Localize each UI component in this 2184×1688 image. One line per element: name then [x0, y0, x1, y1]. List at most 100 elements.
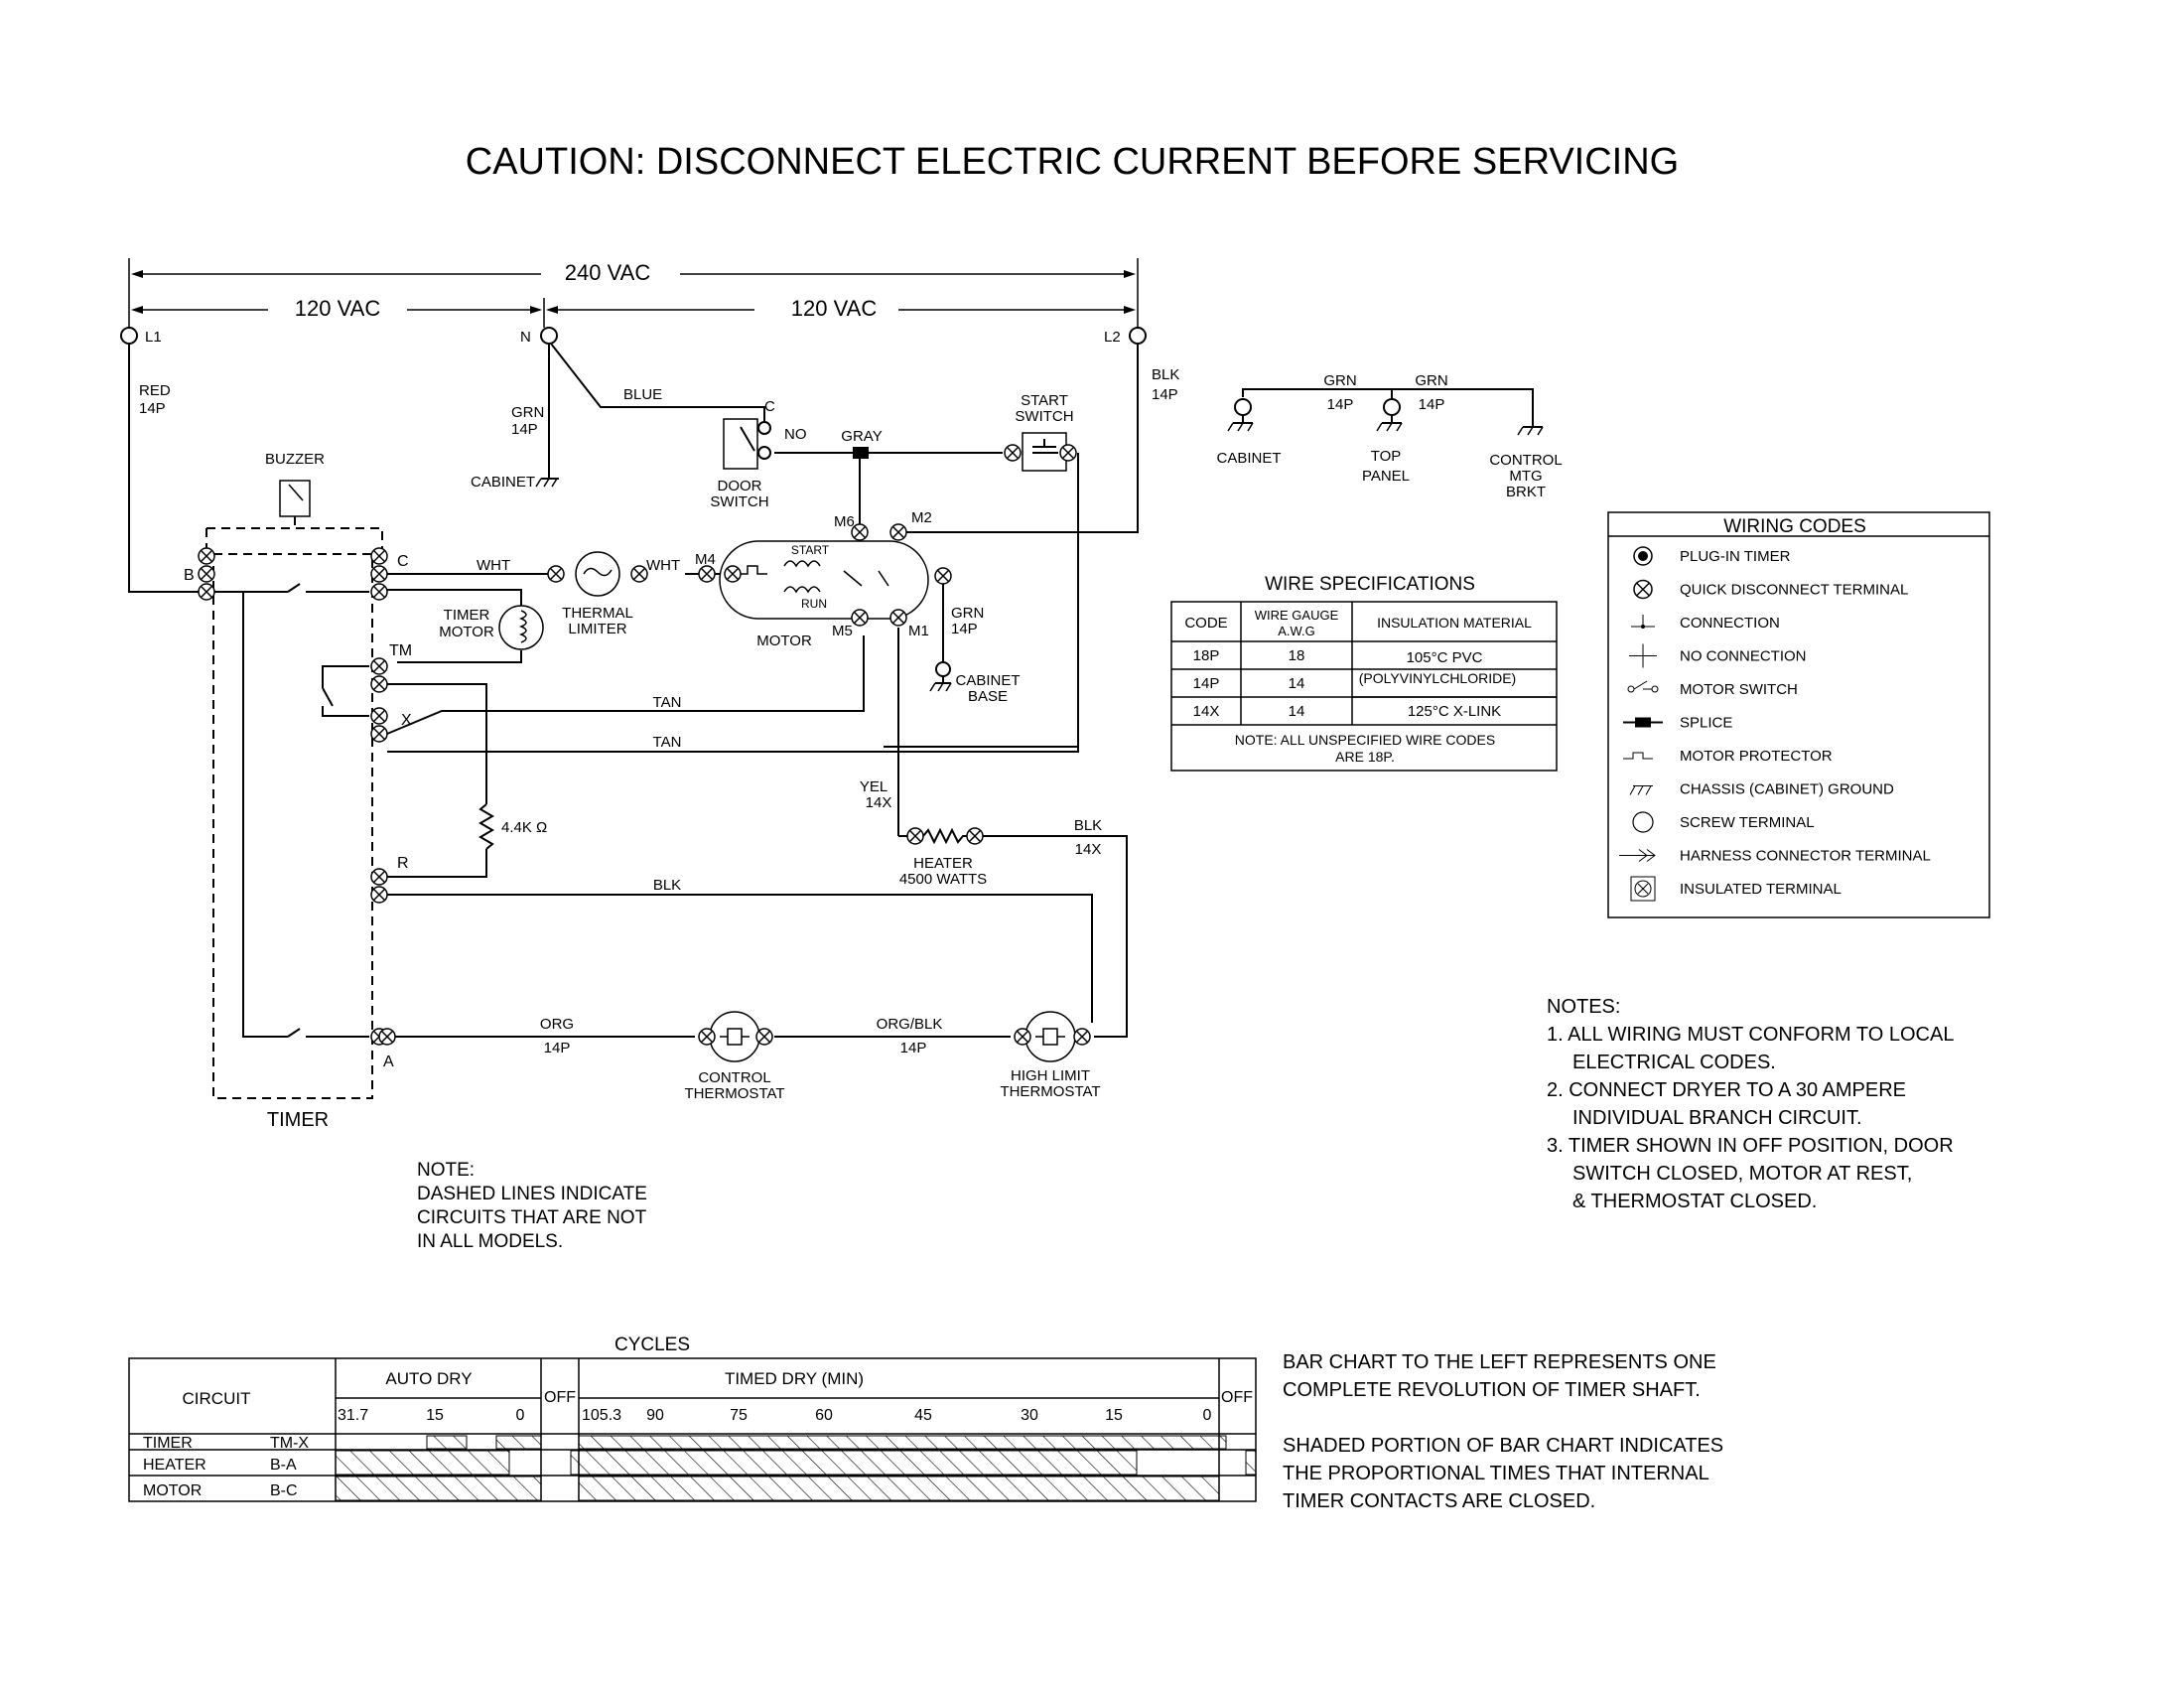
svg-text:SWITCH: SWITCH	[710, 493, 768, 510]
legend-label: CONNECTION	[1680, 615, 1780, 632]
svg-text:START: START	[791, 543, 830, 557]
legend-label: SCREW TERMINAL	[1680, 814, 1815, 831]
svg-text:B-A: B-A	[270, 1457, 297, 1474]
svg-text:BLK: BLK	[1074, 817, 1102, 834]
timer-terminal	[370, 707, 388, 725]
high-limit-thermostat: HIGH LIMIT THERMOSTAT	[1000, 1011, 1101, 1100]
svg-text:RUN: RUN	[801, 597, 827, 611]
svg-text:BLK: BLK	[1152, 366, 1179, 383]
svg-text:CABINET: CABINET	[1216, 450, 1281, 467]
svg-text:NOTE: ALL UNSPECIFIED WIRE COD: NOTE: ALL UNSPECIFIED WIRE CODES	[1235, 732, 1495, 748]
svg-text:BLK: BLK	[653, 877, 681, 894]
svg-text:ORG: ORG	[540, 1016, 574, 1033]
svg-text:CONTROL: CONTROL	[698, 1069, 770, 1086]
svg-text:4500 WATTS: 4500 WATTS	[899, 871, 987, 888]
thermal-limiter: THERMAL LIMITER	[562, 551, 633, 637]
svg-text:CIRCUITS THAT ARE NOT: CIRCUITS THAT ARE NOT	[417, 1207, 647, 1228]
svg-text:14P: 14P	[139, 400, 166, 417]
svg-text:14P: 14P	[1152, 386, 1178, 403]
line-terminals: L1 N L2	[120, 327, 1147, 346]
timer-terminal	[198, 547, 215, 565]
svg-text:RED: RED	[139, 382, 171, 399]
no-connection-icon	[1629, 643, 1657, 668]
svg-text:ARE 18P.: ARE 18P.	[1335, 749, 1395, 765]
svg-text:BAR CHART TO THE LEFT REPRESEN: BAR CHART TO THE LEFT REPRESENTS ONE	[1283, 1351, 1716, 1373]
svg-text:TAN: TAN	[653, 734, 682, 751]
svg-text:1. ALL WIRING MUST CONFORM TO: 1. ALL WIRING MUST CONFORM TO LOCAL	[1547, 1024, 1954, 1046]
legend-label: NO CONNECTION	[1680, 648, 1807, 665]
svg-text:WHT: WHT	[477, 557, 510, 574]
svg-text:DOOR: DOOR	[718, 478, 762, 494]
svg-text:GRN: GRN	[511, 404, 544, 421]
motor: START RUN MOTOR M4 M6 M2 M5 M1 WHT WHT	[477, 509, 932, 649]
svg-text:N: N	[520, 329, 531, 346]
heater: HEATER 4500 WATTS YEL 14X BLK 14X	[860, 778, 1102, 888]
wire-labels: RED 14P BLK 14P TAN TAN BLK ORG 14P ORG/…	[139, 366, 1179, 1056]
wire-specs-table: WIRE SPECIFICATIONS CODE WIRE GAUGE A.W.…	[1170, 574, 1558, 772]
timer-terminal-x-label: X	[401, 712, 412, 729]
timer-terminal-tm-label: TM	[389, 642, 412, 659]
svg-text:105°C PVC: 105°C PVC	[1407, 649, 1483, 666]
timer-terminal	[198, 565, 215, 583]
component-terminal	[547, 565, 565, 583]
cycles-chart: CYCLES CIRCUIT AUTO DRY TIMED DRY (MIN) …	[128, 1335, 1257, 1502]
svg-text:MOTOR: MOTOR	[756, 633, 812, 649]
svg-text:CONTROL: CONTROL	[1489, 452, 1562, 469]
svg-text:3. TIMER SHOWN IN OFF POSITION: 3. TIMER SHOWN IN OFF POSITION, DOOR	[1547, 1135, 1954, 1157]
svg-text:CIRCUIT: CIRCUIT	[183, 1389, 251, 1408]
buzzer: BUZZER	[265, 451, 325, 517]
timer-terminal	[370, 868, 388, 886]
svg-text:ORG/BLK: ORG/BLK	[877, 1016, 943, 1033]
legend-label: INSULATED TERMINAL	[1680, 881, 1842, 898]
quick-disconnect-terminals	[378, 444, 1091, 1046]
legend-label: QUICK DISCONNECT TERMINAL	[1680, 582, 1908, 599]
svg-text:YEL: YEL	[860, 778, 887, 795]
legend-label: CHASSIS (CABINET) GROUND	[1680, 781, 1894, 798]
svg-text:CODE: CODE	[1184, 615, 1227, 632]
timer-terminal-r-label: R	[397, 855, 409, 872]
svg-text:TOP: TOP	[1371, 448, 1402, 465]
resistor: 4.4K Ω	[478, 803, 547, 850]
component-terminal	[1014, 1028, 1031, 1046]
component-terminal	[630, 565, 648, 583]
legend-label: HARNESS CONNECTOR TERMINAL	[1680, 848, 1931, 865]
svg-text:AUTO DRY: AUTO DRY	[385, 1369, 472, 1388]
svg-text:CABINET: CABINET	[955, 672, 1020, 689]
svg-text:TAN: TAN	[653, 694, 682, 711]
svg-text:14P: 14P	[544, 1040, 571, 1056]
svg-text:SWITCH CLOSED, MOTOR AT REST,: SWITCH CLOSED, MOTOR AT REST,	[1572, 1163, 1912, 1185]
svg-text:GRAY: GRAY	[841, 428, 882, 445]
svg-text:14P: 14P	[900, 1040, 927, 1056]
svg-text:2. CONNECT DRYER TO A 30 AMPER: 2. CONNECT DRYER TO A 30 AMPERE	[1547, 1079, 1906, 1101]
voltage-120-left: 120 VAC	[295, 296, 381, 321]
svg-text:105.3: 105.3	[582, 1407, 621, 1424]
svg-text:L2: L2	[1104, 329, 1121, 346]
svg-text:WIRE SPECIFICATIONS: WIRE SPECIFICATIONS	[1265, 574, 1475, 595]
timer-terminal	[370, 547, 388, 565]
svg-text:TIMER CONTACTS ARE CLOSED.: TIMER CONTACTS ARE CLOSED.	[1283, 1490, 1595, 1512]
svg-text:14: 14	[1289, 703, 1305, 720]
timer-block: TIMER	[205, 516, 383, 1131]
svg-text:INSULATION MATERIAL: INSULATION MATERIAL	[1377, 615, 1532, 631]
svg-text:MTG: MTG	[1509, 468, 1542, 485]
component-terminal	[1059, 444, 1077, 462]
svg-text:L1: L1	[145, 329, 162, 346]
wires	[128, 343, 1139, 1038]
svg-text:14P: 14P	[1419, 396, 1445, 413]
legend-label: MOTOR PROTECTOR	[1680, 748, 1833, 765]
component-terminal	[889, 523, 907, 541]
timer-terminal-c-label: C	[397, 553, 409, 570]
svg-text:SHADED PORTION OF BAR CHART IN: SHADED PORTION OF BAR CHART INDICATES	[1283, 1435, 1723, 1457]
legend-label: MOTOR SWITCH	[1680, 681, 1798, 698]
svg-text:CABINET: CABINET	[471, 474, 535, 491]
quick-disconnect-icon	[1633, 579, 1653, 600]
splice-icon	[1623, 717, 1663, 728]
svg-text:MOTOR: MOTOR	[143, 1482, 202, 1499]
svg-text:BLUE: BLUE	[623, 386, 662, 403]
voltage-240: 240 VAC	[565, 260, 651, 285]
component-terminal	[1073, 1028, 1091, 1046]
svg-text:125°C X-LINK: 125°C X-LINK	[1408, 703, 1501, 720]
svg-text:A.W.G: A.W.G	[1278, 624, 1315, 638]
